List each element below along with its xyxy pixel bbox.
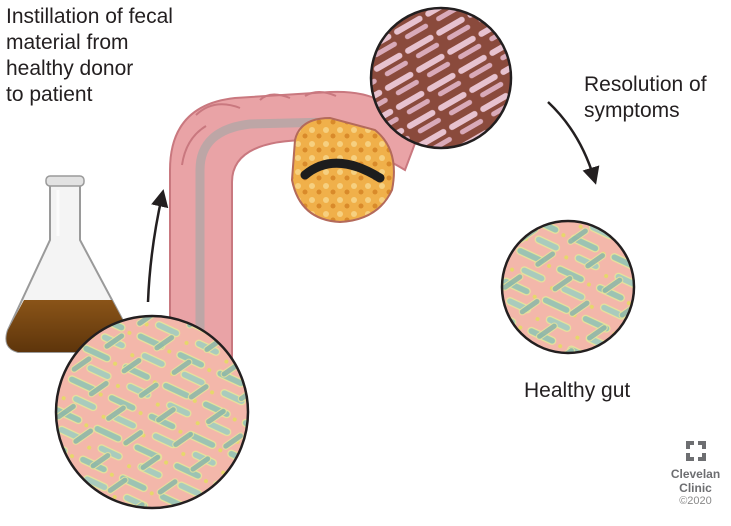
magnified-colon-wall-circle — [371, 8, 511, 148]
cleveland-clinic-logo-icon — [685, 440, 707, 462]
resolution-line: Resolution of — [584, 72, 707, 98]
healthy-gut-label: Healthy gut — [524, 378, 630, 404]
healthy-gut-bacteria-circle — [502, 221, 634, 353]
copyright-text: ©2020 — [660, 495, 731, 507]
upward-arrow — [148, 196, 162, 302]
instillation-line: healthy donor — [6, 56, 173, 82]
cleveland-clinic-logo: Clevelan Clinic ©2020 — [660, 440, 731, 507]
logo-name-line: Clevelan — [660, 467, 731, 481]
instillation-line: Instillation of fecal — [6, 4, 173, 30]
resolution-label: Resolution of symptoms — [584, 72, 707, 124]
instillation-label: Instillation of fecal material from heal… — [6, 4, 173, 108]
logo-name-line: Clinic — [660, 481, 731, 495]
resolution-line: symptoms — [584, 98, 707, 124]
instillation-line: material from — [6, 30, 173, 56]
instillation-line: to patient — [6, 82, 173, 108]
donor-bacteria-circle — [56, 316, 248, 508]
